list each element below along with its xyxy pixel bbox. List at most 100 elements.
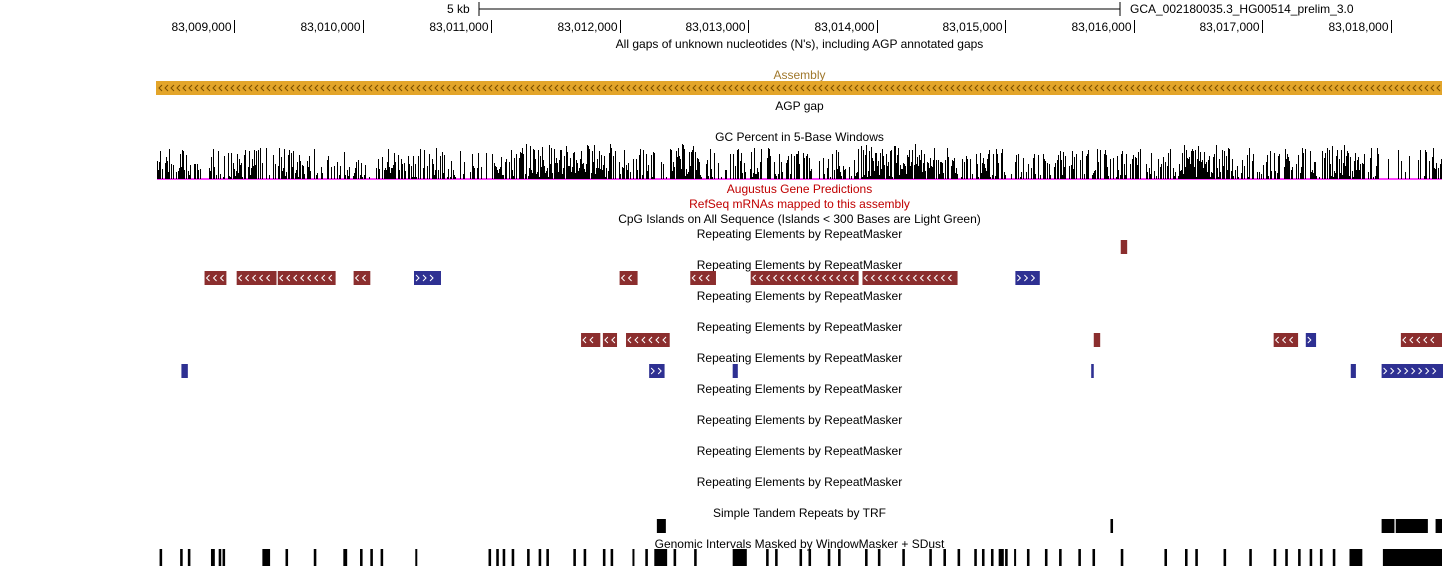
gc-percent-track-label[interactable]: GC Percent in 5-Base Windows [715,130,884,144]
augustus-track-label[interactable]: Augustus Gene Predictions [726,182,873,196]
tandem-repeat[interactable] [1110,519,1114,533]
masked-interval[interactable] [827,549,831,566]
rmsk-track-label[interactable]: Repeating Elements by RepeatMasker [696,227,903,241]
assembly-bar[interactable] [156,81,1442,95]
masked-interval[interactable] [1195,549,1198,566]
masked-interval[interactable] [694,549,697,566]
repeat-element[interactable] [1093,333,1101,347]
tandem-repeat[interactable] [1435,519,1442,533]
masked-interval[interactable] [1273,549,1277,566]
repeat-element[interactable] [1381,364,1443,378]
masked-interval[interactable] [1249,549,1252,566]
masked-interval[interactable] [974,549,977,566]
masked-interval[interactable] [998,549,1004,566]
masked-interval[interactable] [808,549,812,566]
repeat-element[interactable] [236,271,277,285]
masked-interval[interactable] [602,549,606,566]
masked-interval[interactable] [1120,549,1124,566]
masked-interval[interactable] [645,549,648,566]
masked-interval[interactable] [1092,549,1096,566]
windowmasker-track-label[interactable]: Genomic Intervals Masked by WindowMasker… [654,537,945,551]
repeat-element[interactable] [277,271,336,285]
masked-interval[interactable] [902,549,905,566]
masked-interval[interactable] [380,549,384,566]
masked-interval[interactable] [610,549,614,566]
agp-gap-track-label[interactable]: AGP gap [775,99,824,113]
masked-interval[interactable] [1349,549,1363,566]
masked-interval[interactable] [546,549,549,566]
repeat-element[interactable] [1091,364,1094,378]
cpg-track-label[interactable]: CpG Islands on All Sequence (Islands < 3… [618,212,981,226]
repeat-element[interactable] [414,271,441,285]
masked-interval[interactable] [502,549,506,566]
masked-interval[interactable] [1382,549,1442,566]
repeat-element[interactable] [181,364,188,378]
masked-interval[interactable] [1059,549,1062,566]
masked-interval[interactable] [1319,549,1323,566]
masked-interval[interactable] [538,549,542,566]
masked-interval[interactable] [877,549,881,566]
masked-interval[interactable] [415,549,418,566]
repeat-element[interactable] [1120,240,1128,254]
masked-interval[interactable] [673,549,677,566]
repeat-element[interactable] [732,364,738,378]
masked-interval[interactable] [1044,549,1048,566]
repeat-element[interactable] [1350,364,1356,378]
rmsk-track-label[interactable]: Repeating Elements by RepeatMasker [696,413,903,427]
masked-interval[interactable] [527,549,530,566]
masked-interval[interactable] [1332,549,1336,566]
masked-interval[interactable] [1026,549,1030,566]
masked-interval[interactable] [1223,549,1227,566]
repeat-element[interactable] [1400,333,1442,347]
masked-interval[interactable] [285,549,289,566]
masked-interval[interactable] [775,549,778,566]
repeat-element[interactable] [204,271,227,285]
masked-interval[interactable] [488,549,492,566]
tandem-repeat[interactable] [656,519,666,533]
masked-interval[interactable] [799,549,803,566]
masked-interval[interactable] [981,549,985,566]
masked-interval[interactable] [1164,549,1168,566]
rmsk-track-label[interactable]: Repeating Elements by RepeatMasker [696,351,903,365]
masked-interval[interactable] [511,549,515,566]
masked-interval[interactable] [222,549,226,566]
masked-interval[interactable] [210,549,215,566]
masked-interval[interactable] [654,549,668,566]
repeat-element[interactable] [750,271,859,285]
repeat-element[interactable] [626,333,670,347]
masked-interval[interactable] [1309,549,1313,566]
masked-interval[interactable] [370,549,373,566]
rmsk-track-label[interactable]: Repeating Elements by RepeatMasker [696,382,903,396]
repeat-element[interactable] [602,333,618,347]
masked-interval[interactable] [838,549,841,566]
masked-interval[interactable] [1285,549,1288,566]
repeat-element[interactable] [649,364,665,378]
masked-interval[interactable] [929,549,932,566]
rmsk-track-label[interactable]: Repeating Elements by RepeatMasker [696,475,903,489]
masked-interval[interactable] [573,549,576,566]
masked-interval[interactable] [957,549,961,566]
masked-interval[interactable] [496,549,499,566]
masked-interval[interactable] [632,549,635,566]
masked-interval[interactable] [313,549,317,566]
rmsk-track-label[interactable]: Repeating Elements by RepeatMasker [696,444,903,458]
masked-interval[interactable] [343,549,348,566]
masked-interval[interactable] [1078,549,1081,566]
masked-interval[interactable] [218,549,222,566]
assembly-track[interactable] [0,78,1443,98]
masked-interval[interactable] [1005,549,1008,566]
repeat-element[interactable] [862,271,958,285]
masked-interval[interactable] [583,549,587,566]
masked-interval[interactable] [1014,549,1017,566]
gc-percent-track[interactable] [0,140,1443,180]
masked-interval[interactable] [1185,549,1188,566]
rmsk-track-label[interactable]: Repeating Elements by RepeatMasker [696,258,903,272]
tandem-repeat[interactable] [1381,519,1395,533]
masked-interval[interactable] [262,549,271,566]
masked-interval[interactable] [180,549,183,566]
masked-interval[interactable] [865,549,868,566]
masked-interval[interactable] [159,549,163,566]
